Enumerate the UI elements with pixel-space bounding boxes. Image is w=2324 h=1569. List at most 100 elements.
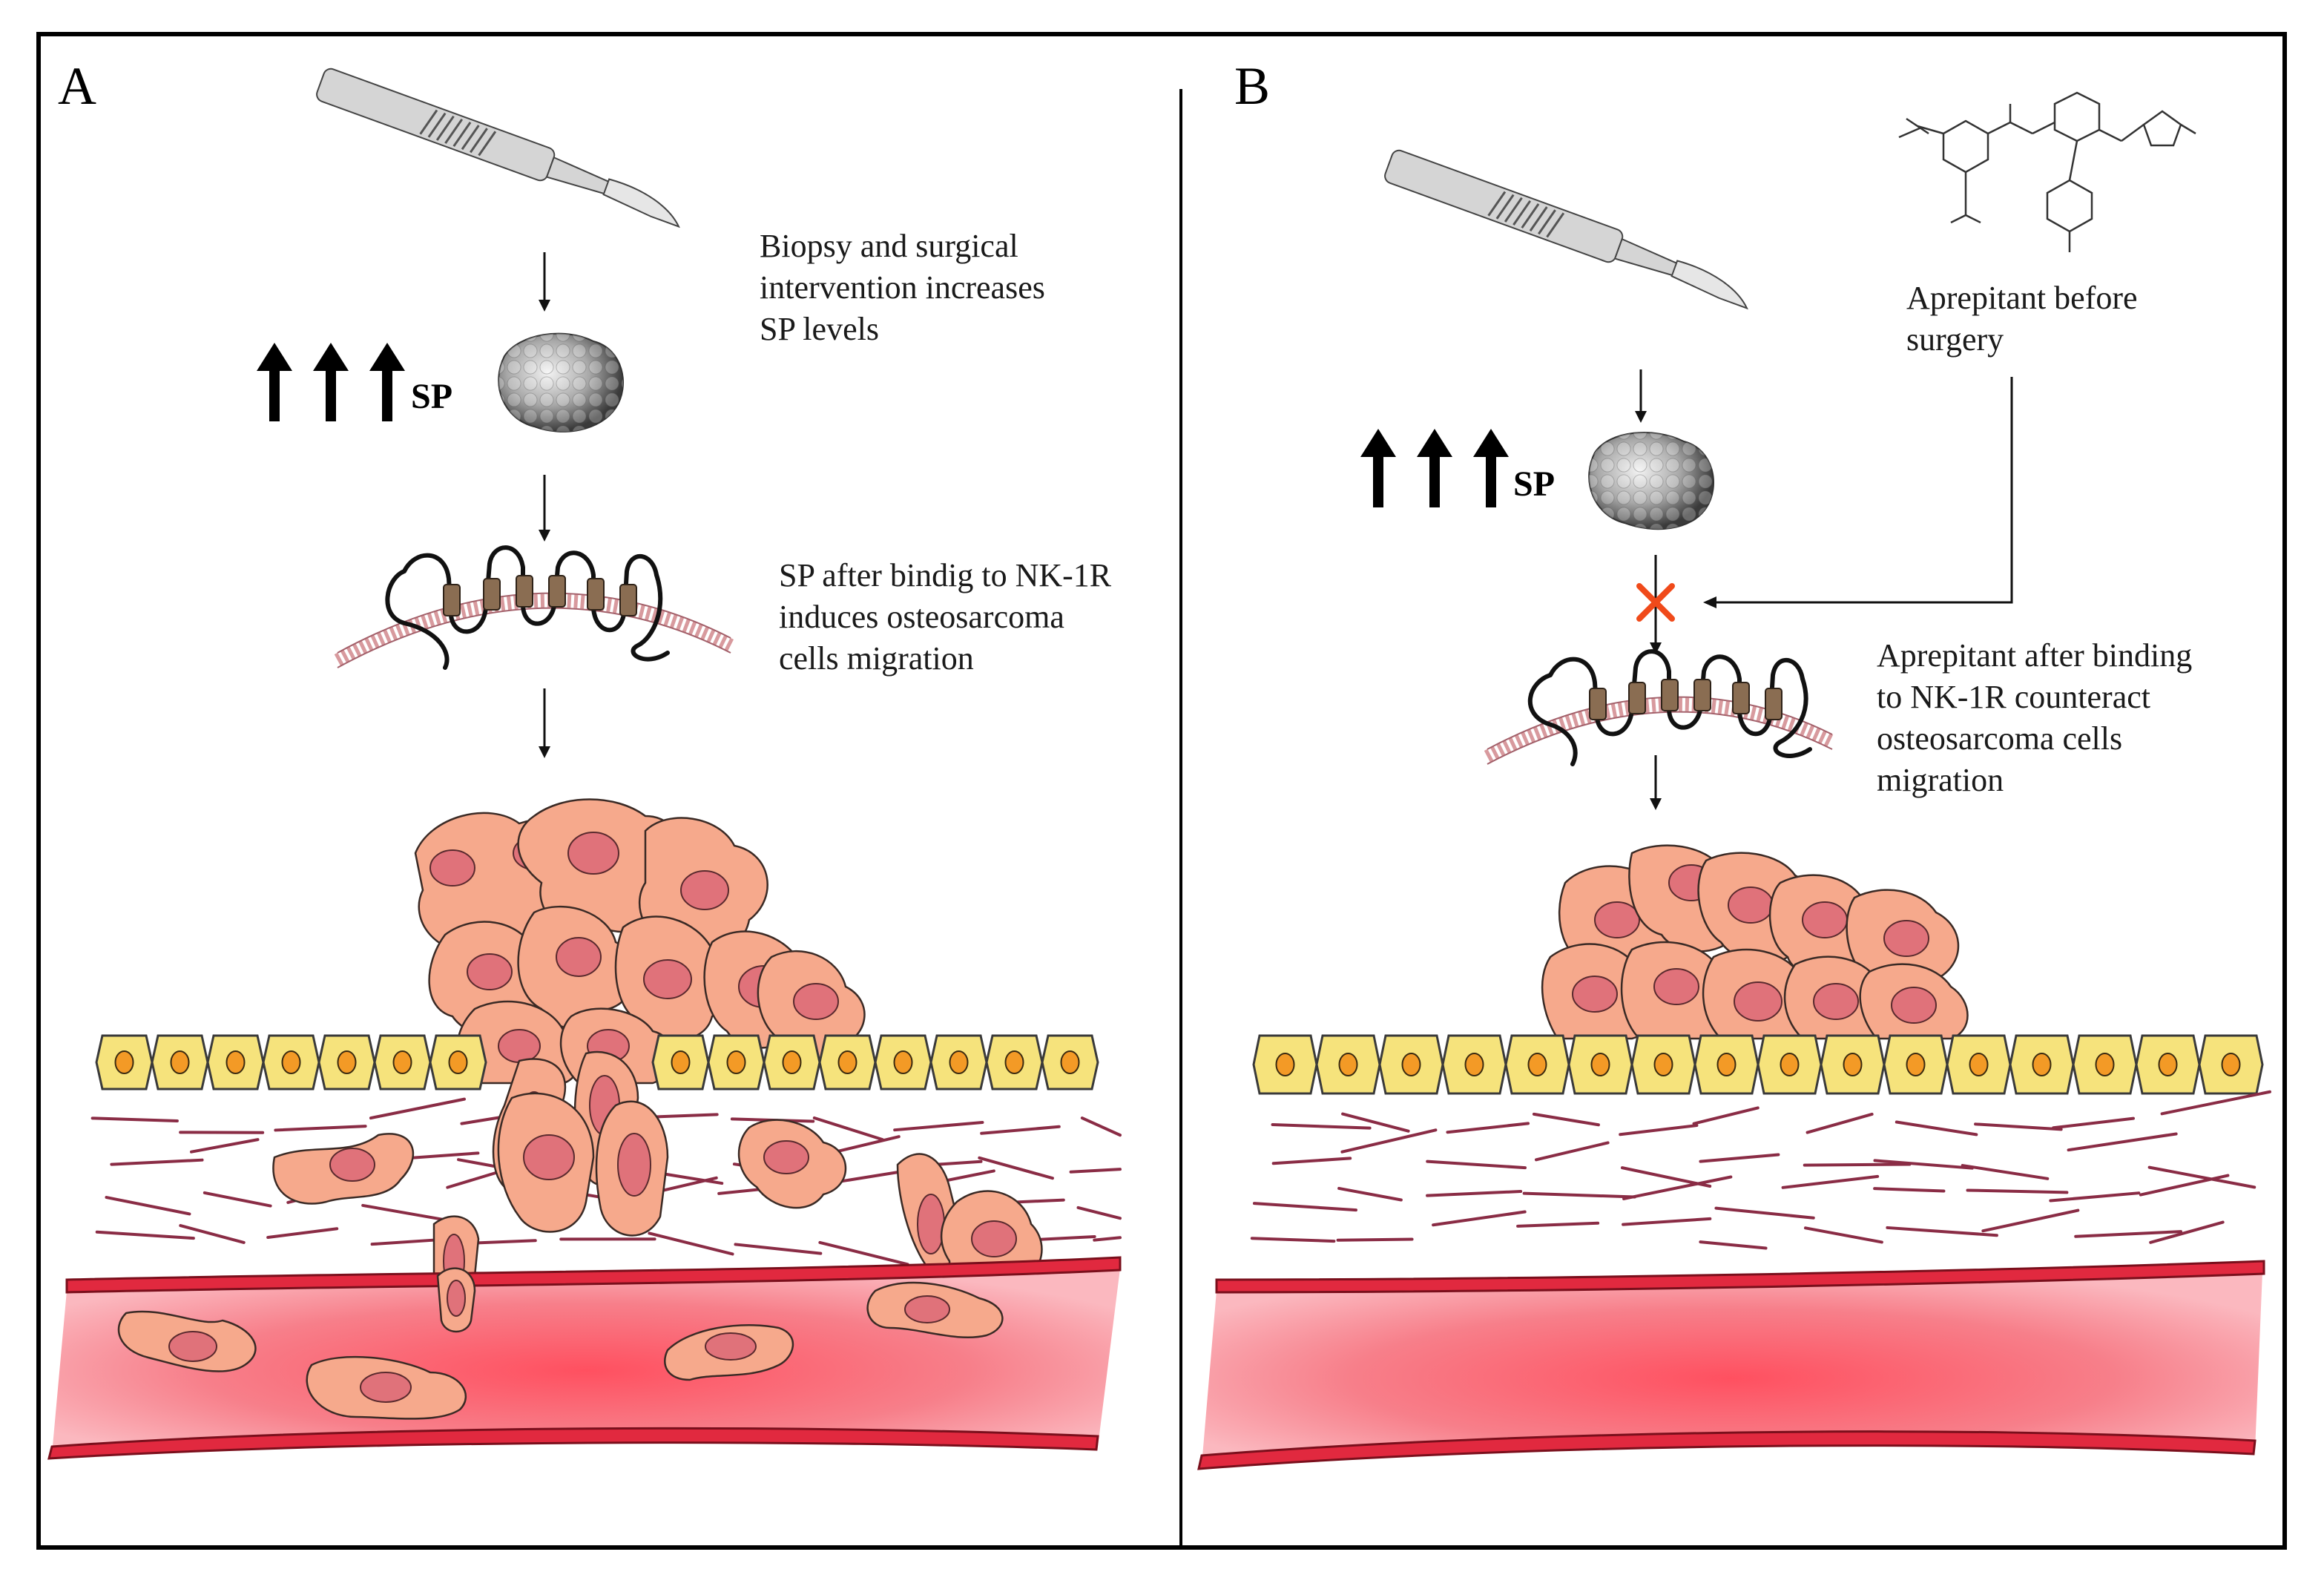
collagen-fiber — [1873, 1187, 1946, 1193]
epithelial-nucleus — [1338, 1053, 1358, 1076]
epithelium-layer — [95, 1034, 1099, 1091]
collagen-fiber — [1974, 1122, 2063, 1131]
collagen-fiber — [1781, 1174, 1880, 1189]
collagen-fiber — [110, 1158, 204, 1166]
caption-line: Aprepitant after binding — [1877, 637, 2192, 674]
caption-line: induces osteosarcoma — [779, 599, 1064, 635]
collagen-fiber — [1252, 1202, 1357, 1212]
panel-b-letter: B — [1234, 56, 1270, 116]
collagen-fiber — [2049, 1191, 2141, 1203]
collagen-fiber — [1341, 1112, 1410, 1133]
epithelial-nucleus — [782, 1050, 802, 1074]
epithelial-nucleus — [726, 1050, 746, 1074]
epithelial-nucleus — [2158, 1053, 2178, 1076]
collagen-fiber — [1271, 1157, 1352, 1165]
epithelial-nucleus — [1969, 1053, 1989, 1076]
caption-line: Biopsy and surgical — [760, 228, 1018, 264]
collagen-fiber — [1426, 1190, 1523, 1197]
collagen-fiber — [203, 1191, 272, 1208]
up-arrows-icon — [257, 343, 405, 421]
collagen-fiber — [1692, 1106, 1760, 1125]
panel-b-sp-label: SP — [1513, 464, 1555, 504]
collagen-fiber — [1895, 1120, 1978, 1137]
panel-a-intervention-caption: Biopsy and surgical intervention increas… — [760, 228, 1053, 347]
collagen-fiber — [812, 1116, 884, 1142]
epithelial-nucleus — [949, 1050, 969, 1074]
collagen-fiber — [1069, 1168, 1122, 1174]
epithelial-nucleus — [226, 1050, 246, 1074]
collagen-fiber — [1699, 1153, 1780, 1163]
collagen-fiber — [2147, 1165, 2256, 1189]
epithelial-nucleus — [2221, 1053, 2241, 1076]
collagen-fiber — [1981, 1208, 2080, 1233]
nk1-receptor-icon — [334, 545, 734, 670]
collagen-fiber — [818, 1240, 909, 1266]
collagen-fiber — [2139, 1174, 2230, 1197]
epithelial-nucleus — [1780, 1053, 1800, 1076]
collagen-fiber — [2160, 1090, 2271, 1116]
collagen-fiber — [1804, 1226, 1883, 1244]
epithelial-nucleus — [1401, 1053, 1421, 1076]
collagen-fiber — [90, 1116, 179, 1122]
flow-arrow — [539, 475, 550, 542]
epithelial-nucleus — [1464, 1053, 1484, 1076]
collagen-fiber — [1805, 1112, 1874, 1134]
panel-a: A Biopsy and surgical intervention incre… — [47, 56, 1122, 1460]
collagen-fiber — [734, 1243, 823, 1255]
collagen-fiber — [1886, 1226, 1998, 1237]
collagen-fiber — [1080, 1116, 1122, 1137]
epithelial-nucleus — [337, 1050, 357, 1074]
collagen-fiber — [2074, 1230, 2183, 1238]
collagen-fiber — [1622, 1175, 1733, 1200]
collagen-fiber — [266, 1227, 339, 1240]
collagen-fiber — [1340, 1128, 1438, 1154]
nk1-receptor-icon — [1484, 649, 1836, 766]
collagen-fiber — [2149, 1220, 2225, 1244]
epithelial-nucleus — [1275, 1053, 1295, 1076]
epithelial-nucleus — [671, 1050, 691, 1074]
epithelial-nucleus — [2095, 1053, 2115, 1076]
collagen-fiber — [1446, 1122, 1530, 1134]
collagen-fiber — [2067, 1132, 2178, 1152]
epithelium-layer — [1252, 1034, 2264, 1095]
epithelial-nucleus — [1004, 1050, 1024, 1074]
panel-a-sp-label: SP — [411, 377, 452, 416]
panel-b-drug-caption: Aprepitant before surgery — [1906, 280, 2146, 358]
block-x-icon — [1636, 583, 1675, 622]
panel-a-binding-caption: SP after bindig to NK-1R induces osteosa… — [779, 557, 1119, 677]
collagen-fiber — [978, 1156, 1054, 1180]
blood-vessel — [47, 1256, 1122, 1460]
collagen-fiber — [1093, 1236, 1122, 1242]
collagen-fiber — [1076, 1205, 1122, 1220]
collagen-fiber — [1522, 1191, 1636, 1199]
scalpel-icon — [316, 68, 680, 228]
collagen-fiber — [190, 1138, 260, 1154]
collagen-fiber — [650, 1113, 719, 1119]
collagen-fiber — [1619, 1124, 1699, 1137]
epithelial-nucleus — [893, 1050, 913, 1074]
collagen-fiber — [1271, 1123, 1372, 1130]
caption-line: osteosarcoma cells — [1877, 720, 2122, 757]
epithelial-nucleus — [837, 1050, 857, 1074]
collagen-fiber — [1532, 1112, 1600, 1127]
collagen-fiber — [274, 1125, 367, 1132]
collagen-fiber — [893, 1121, 984, 1132]
epithelial-nucleus — [1590, 1053, 1610, 1076]
panel-b-binding-caption: Aprepitant after binding to NK-1R counte… — [1877, 637, 2200, 798]
connective-fibers — [1250, 1090, 2271, 1250]
collagen-fiber — [1966, 1188, 2069, 1194]
epithelial-nucleus — [2032, 1053, 2052, 1076]
epithelial-nucleus — [1527, 1053, 1547, 1076]
collagen-fiber — [648, 1231, 734, 1256]
collagen-fiber — [1699, 1240, 1768, 1250]
scalpel-icon — [1384, 149, 1748, 310]
flow-arrow — [539, 688, 550, 758]
flow-arrow — [539, 252, 550, 312]
epithelial-nucleus — [392, 1050, 412, 1074]
aprepitant-structure-icon — [1898, 91, 2196, 252]
collagen-fiber — [1535, 1141, 1610, 1162]
collagen-fiber — [1432, 1210, 1527, 1227]
up-arrows-icon — [1360, 429, 1509, 507]
collagen-fiber — [1426, 1160, 1527, 1170]
